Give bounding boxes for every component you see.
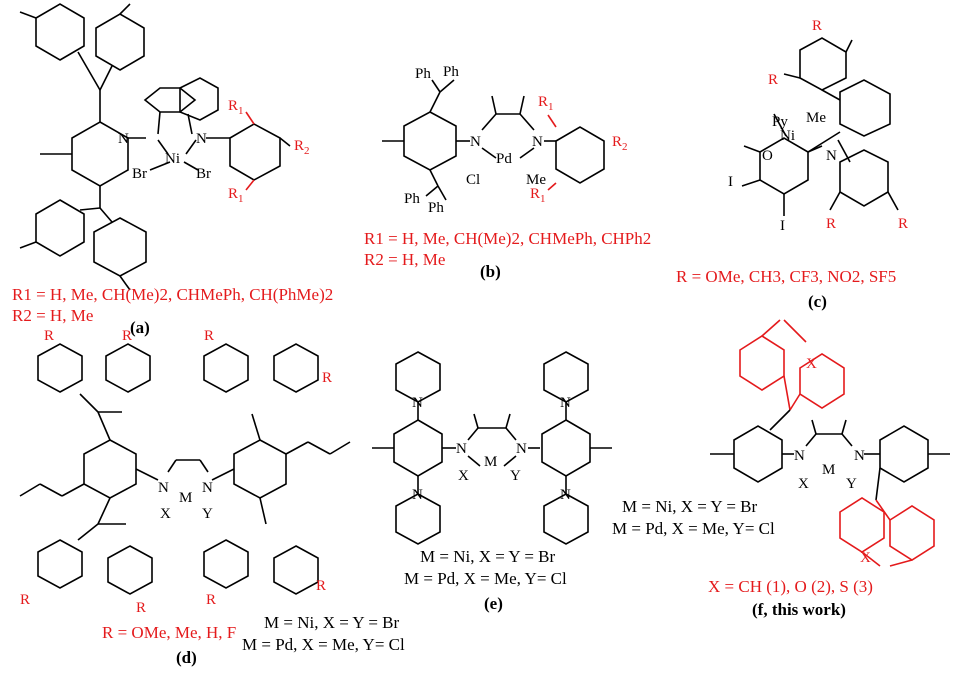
metal-b: Pd — [496, 151, 512, 167]
caption-d-line1: M = Ni, X = Y = Br — [264, 613, 400, 632]
sub-r-d1: R — [44, 328, 54, 344]
ligand-f-x: X — [798, 476, 809, 492]
sub-r-d8: R — [316, 578, 326, 594]
atom-n-e3: N — [560, 395, 571, 411]
caption-a-r1: R1 = H, Me, CH(Me)2, CHMePh, CH(PhMe)2 — [12, 285, 334, 304]
ligand-d-y: Y — [202, 506, 213, 522]
atom-x-f1: X — [806, 356, 817, 372]
atom-n-e4: N — [560, 487, 571, 503]
atom-n-a1: N — [118, 131, 129, 147]
ph-b3: Ph — [404, 191, 420, 207]
sub-r-c3: R — [826, 216, 836, 232]
caption-f-xdef: X = CH (1), O (2), S (3) — [708, 577, 873, 596]
sub-r-d6: R — [136, 600, 146, 616]
caption-f-line1: M = Ni, X = Y = Br — [622, 497, 758, 516]
sub-r-c2: R — [768, 72, 778, 88]
atom-n-e1: N — [412, 395, 423, 411]
ligand-b-y: Me — [526, 172, 546, 188]
atom-n-f2: N — [854, 448, 865, 464]
metal-f: M — [822, 462, 835, 478]
sub-r-d7: R — [206, 592, 216, 608]
ligand-d-x: X — [160, 506, 171, 522]
atom-n-c: N — [826, 148, 837, 164]
ligand-c-py: Py — [772, 114, 788, 130]
sub-r-d3: R — [204, 328, 214, 344]
ligand-e-y: Y — [510, 468, 521, 484]
sub-r2-a: R2 — [294, 138, 310, 157]
atom-n-e2: N — [412, 487, 423, 503]
atom-o-c: O — [762, 148, 773, 164]
structure-e — [372, 351, 612, 545]
sub-r-c4: R — [898, 216, 908, 232]
structure-d — [19, 343, 351, 595]
sub-r1-top-b: R1 — [538, 94, 554, 113]
sub-r-d2: R — [122, 328, 132, 344]
panel-label-f: (f, this work) — [752, 600, 846, 619]
caption-c-r: R = OMe, CH3, CF3, NO2, SF5 — [676, 267, 897, 286]
atom-n-b1: N — [470, 134, 481, 150]
ligand-f-y: Y — [846, 476, 857, 492]
metal-c: Ni — [780, 128, 795, 144]
caption-b-r1: R1 = H, Me, CH(Me)2, CHMePh, CHPh2 — [364, 229, 652, 248]
ligand-e-x: X — [458, 468, 469, 484]
halide-a-x: Br — [132, 166, 147, 182]
atom-n-d1: N — [158, 480, 169, 496]
panel-label-b: (b) — [480, 262, 501, 281]
sub-r-d5: R — [20, 592, 30, 608]
ligand-b-x: Cl — [466, 172, 480, 188]
ph-b2: Ph — [443, 64, 459, 80]
metal-a: Ni — [165, 151, 180, 167]
ph-b4: Ph — [428, 200, 444, 216]
atom-n-d2: N — [202, 480, 213, 496]
metal-d: M — [179, 490, 192, 506]
halide-a-y: Br — [196, 166, 211, 182]
caption-a-r2: R2 = H, Me — [12, 306, 94, 325]
sub-r1-bottom-a: R1 — [228, 186, 244, 205]
caption-d-line2: M = Pd, X = Me, Y= Cl — [242, 635, 405, 654]
atom-n-a2: N — [196, 131, 207, 147]
ligand-c-me: Me — [806, 110, 826, 126]
caption-d-r: R = OMe, Me, H, F — [102, 623, 237, 642]
panel-label-c: (c) — [808, 292, 827, 311]
sub-r-d4: R — [322, 370, 332, 386]
atom-n-f1: N — [794, 448, 805, 464]
sub-r1-bottom-b: R1 — [530, 186, 546, 205]
ph-b1: Ph — [415, 66, 431, 82]
caption-e-line2: M = Pd, X = Me, Y= Cl — [404, 569, 567, 588]
atom-n-b2: N — [532, 134, 543, 150]
caption-f-line2: M = Pd, X = Me, Y= Cl — [612, 519, 775, 538]
panel-label-a: (a) — [130, 318, 150, 337]
structure-a — [19, 3, 291, 291]
structure-c — [741, 37, 899, 216]
sub-r2-b: R2 — [612, 134, 628, 153]
sub-r-c1: R — [812, 18, 822, 34]
atom-n-e6: N — [516, 441, 527, 457]
caption-b-r2: R2 = H, Me — [364, 250, 446, 269]
atom-i-c1: I — [728, 174, 733, 190]
structure-b — [382, 79, 605, 201]
metal-e: M — [484, 454, 497, 470]
sub-r1-top-a: R1 — [228, 98, 244, 117]
panel-label-e: (e) — [484, 594, 503, 613]
panel-label-d: (d) — [176, 648, 197, 667]
atom-i-c2: I — [780, 218, 785, 234]
atom-n-e5: N — [456, 441, 467, 457]
atom-x-f2: X — [860, 550, 871, 566]
structure-f — [710, 319, 950, 567]
caption-e-line1: M = Ni, X = Y = Br — [420, 547, 556, 566]
